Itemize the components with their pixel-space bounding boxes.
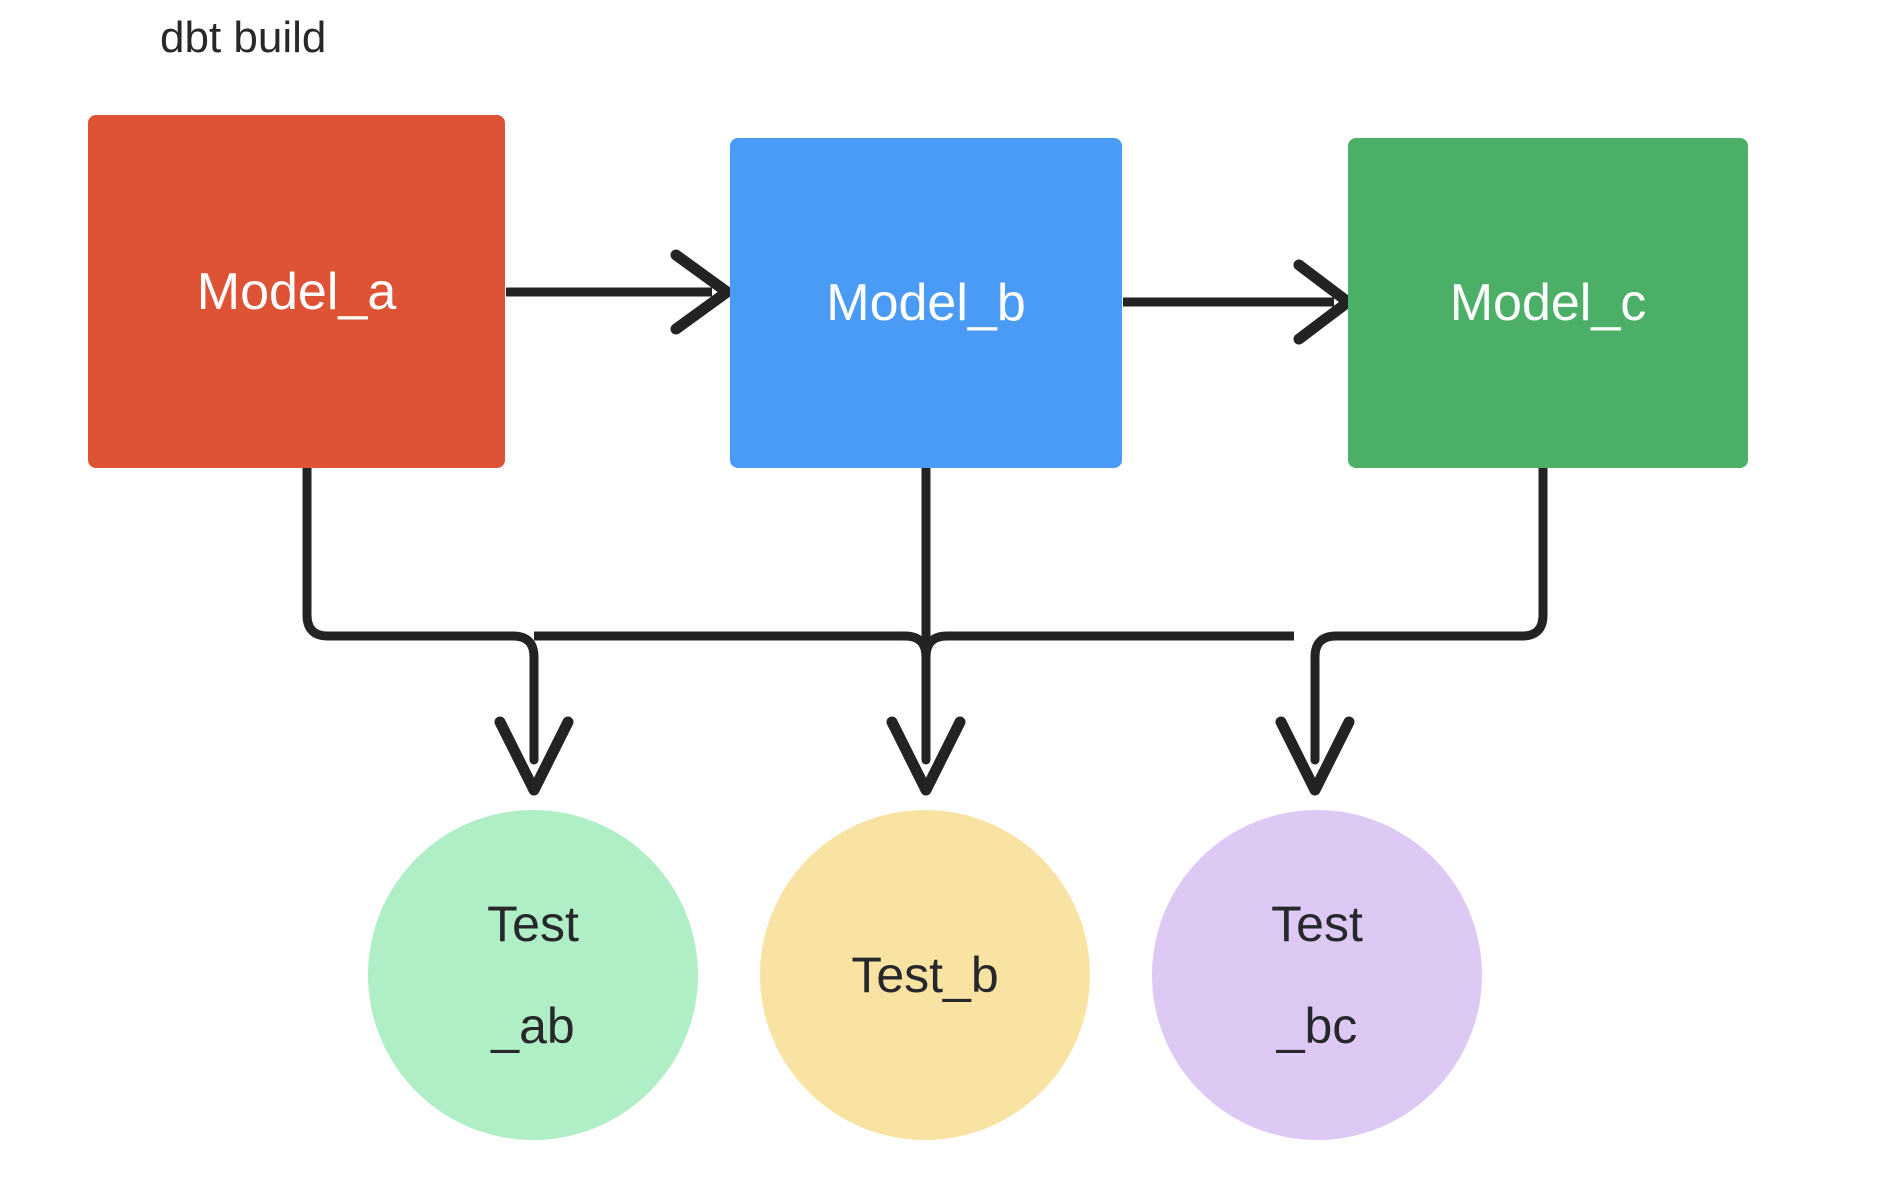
node-test-bc[interactable]: Test _bc xyxy=(1152,810,1482,1140)
edge-model-a-to-test-ab xyxy=(302,463,574,796)
node-test-bc-label-line2: _bc xyxy=(1276,998,1358,1054)
node-model-c-label: Model_c xyxy=(1449,274,1647,332)
edge-shared-bus xyxy=(534,631,1294,662)
node-model-a[interactable]: Model_a xyxy=(88,115,505,468)
node-model-b-label: Model_b xyxy=(826,274,1026,332)
edge-model-c-to-test-bc xyxy=(1275,463,1548,796)
node-test-ab[interactable]: Test _ab xyxy=(368,810,698,1140)
edge-model-b-to-test-b xyxy=(886,463,966,796)
node-model-a-label: Model_a xyxy=(196,262,397,321)
node-test-b[interactable]: Test_b xyxy=(760,810,1090,1140)
node-test-ab-label-line2: _ab xyxy=(491,998,575,1054)
node-test-b-label-line1: Test_b xyxy=(851,947,999,1003)
node-test-bc-label-line1: Test xyxy=(1271,896,1363,952)
page-title: dbt build xyxy=(160,13,327,62)
node-model-c[interactable]: Model_c xyxy=(1348,138,1748,468)
node-test-ab-label-line1: Test xyxy=(487,896,579,952)
node-model-b[interactable]: Model_b xyxy=(730,138,1122,468)
edge-model-b-to-model-c xyxy=(1123,259,1354,345)
edge-model-a-to-model-b xyxy=(506,249,733,335)
